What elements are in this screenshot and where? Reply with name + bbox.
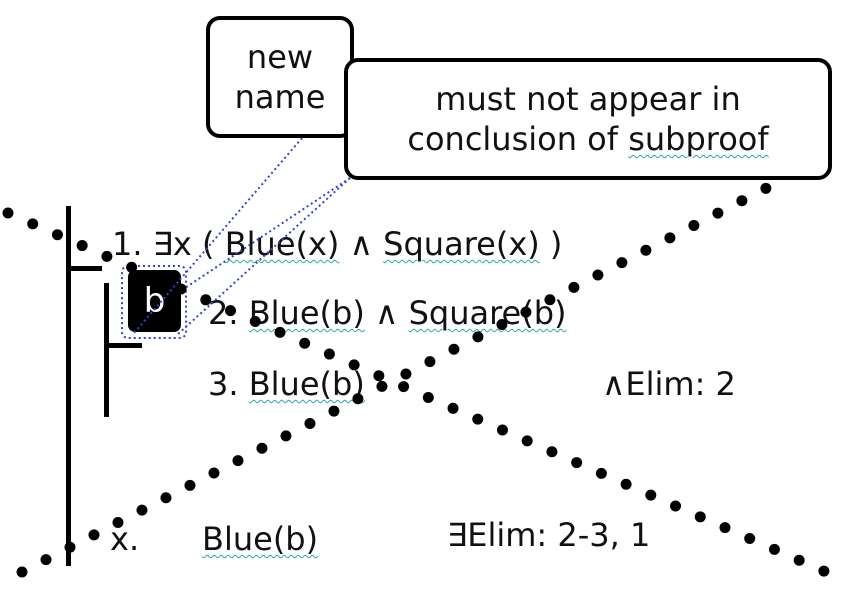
line-2-square: Square(b)	[408, 294, 567, 332]
premise-separator	[66, 266, 102, 271]
must-not-connector-1	[181, 177, 351, 291]
proof-line-1: 1. ∃x ( Blue(x) ∧ Square(x) )	[112, 228, 562, 260]
line-1-suffix: )	[539, 225, 563, 263]
line-2-blue: Blue(b)	[248, 294, 365, 332]
proof-line-2: 2. Blue(b) ∧ Square(b)	[208, 297, 567, 329]
subproof-bar	[104, 283, 109, 417]
line-x-blue: Blue(b)	[202, 520, 319, 558]
proof-line-3: 3. Blue(b)	[208, 368, 365, 400]
new-name-line-1: new	[246, 38, 314, 76]
box-dotted-highlight	[121, 265, 187, 339]
new-name-line-2: name	[234, 78, 326, 116]
line-x-rule: ∃Elim: 2-3, 1	[447, 516, 651, 554]
line-1-square: Square(x)	[383, 225, 540, 263]
must-not-line-2: conclusion of subproof	[407, 119, 768, 159]
new-name-connector	[133, 137, 303, 334]
line-1-and: ∧	[339, 225, 384, 263]
line-2-and: ∧	[364, 294, 409, 332]
line-1-prefix: 1. ∃x (	[112, 225, 225, 263]
line-3-rule: ∧Elim: 2	[602, 365, 736, 403]
line-1-blue: Blue(x)	[224, 225, 340, 263]
must-not-appear-callout: must not appear in conclusion of subproo…	[344, 58, 832, 180]
must-not-connector-2	[177, 177, 351, 335]
cross-out-stroke-1	[2, 207, 832, 578]
line-x-label: x.	[110, 520, 140, 558]
boxed-name-label: b	[143, 281, 166, 321]
line-3-blue: Blue(b)	[248, 365, 365, 403]
subproof-separator	[104, 343, 142, 348]
line-3-number: 3.	[208, 365, 249, 403]
main-proof-bar	[66, 206, 71, 566]
must-not-line-1: must not appear in	[435, 80, 741, 118]
new-name-callout: new name	[206, 16, 354, 138]
must-not-line-2-word: subproof	[628, 120, 769, 158]
cross-out-stroke-2	[16, 174, 788, 578]
must-not-line-2-prefix: conclusion of	[407, 120, 629, 158]
